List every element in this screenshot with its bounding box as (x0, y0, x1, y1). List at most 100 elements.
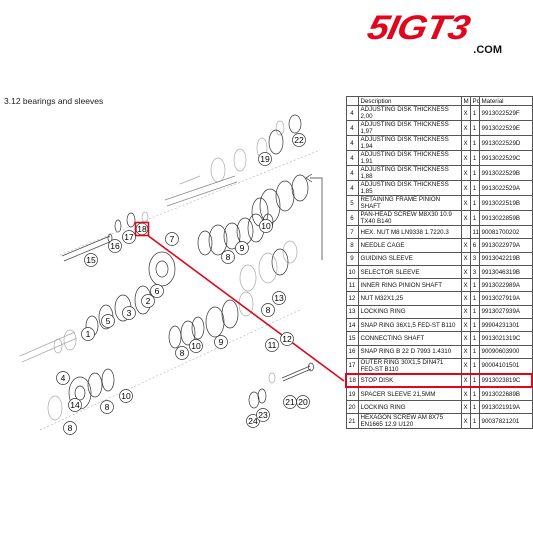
header-pc: Pc (469, 96, 480, 106)
cell-m: X (460, 150, 471, 166)
cell-pos: 6 (345, 210, 359, 226)
cell-description: LOCKING RING (357, 400, 462, 415)
svg-text:17: 17 (124, 232, 134, 242)
cell-m: X (460, 400, 471, 415)
cell-m: X (460, 291, 471, 306)
cell-m: X (460, 165, 471, 181)
cell-material: 9913022529E (478, 120, 533, 136)
cell-m: X (460, 195, 471, 211)
cell-pos: 16 (345, 344, 359, 359)
cell-pos: 4 (345, 135, 359, 151)
callout-17: 17 (122, 230, 136, 244)
cell-material: 99904231301 (478, 318, 533, 333)
cell-description: GUIDING SLEEVE (357, 251, 462, 266)
cell-pos: 4 (345, 165, 359, 181)
svg-text:11: 11 (268, 340, 277, 350)
callout-8a: 8 (221, 250, 235, 264)
callout-20: 20 (296, 395, 310, 409)
callout-3: 3 (122, 306, 136, 320)
cell-m: X (460, 180, 471, 196)
svg-text:13: 13 (274, 293, 284, 303)
cell-material: 90037821201 (478, 413, 533, 430)
highlight-leader-line (148, 235, 345, 382)
cell-description: ADJUSTING DISK THICKNESS 1,85 (357, 180, 462, 196)
cell-pos: 17 (345, 357, 359, 375)
cell-description: HEX. NUT M8 LN9338 1.7220.3 (357, 224, 462, 240)
cell-material: 9913022689B (478, 386, 533, 402)
cell-m: X (460, 331, 471, 346)
cell-m: X (460, 238, 471, 253)
svg-text:12: 12 (282, 334, 292, 344)
callout-16: 16 (108, 239, 122, 253)
cell-m: X (460, 135, 471, 151)
table-header-row: Description M Pc Material (345, 96, 533, 106)
header-description: Description (357, 96, 462, 106)
sigt3-logo[interactable]: 5IGT3 .COM (364, 8, 518, 60)
callout-labels: 22 19 18 17 16 15 7 6 10 8 9 8 5 4 3 1 2… (56, 133, 310, 435)
callout-8d: 8 (100, 400, 114, 414)
cell-material: 9913046319B (478, 264, 533, 280)
cell-description: ADJUSTING DISK THICKNESS 1,88 (357, 165, 462, 181)
callout-8e: 8 (63, 421, 77, 435)
cell-description: OUTER RING 30X1,5 DIN471 FED-ST B110 (357, 357, 462, 375)
cell-description: ADJUSTING DISK THICKNESS 1,91 (357, 150, 462, 166)
cell-m: X (460, 344, 471, 359)
header-pos (345, 96, 359, 106)
cell-pos: 4 (345, 150, 359, 166)
cell-material: 9913022529F (478, 105, 533, 121)
callout-18: 18 (135, 222, 149, 236)
cell-pc: 3 (469, 251, 480, 266)
cell-pc: 1 (469, 165, 480, 181)
callout-6: 6 (150, 284, 164, 298)
cell-m: X (460, 413, 471, 430)
callout-23: 23 (256, 408, 270, 422)
svg-text:9: 9 (240, 243, 245, 253)
svg-text:14: 14 (70, 400, 80, 410)
cell-pos: 11 (345, 278, 359, 293)
cell-m: X (460, 386, 471, 402)
cell-material: 9913021319C (478, 331, 533, 346)
cell-pos: 4 (345, 120, 359, 136)
cell-description: SELECTOR SLEEVE (357, 264, 462, 280)
cell-pos: 18 (345, 372, 359, 389)
header-material: Material (478, 96, 533, 106)
callout-4: 4 (56, 371, 70, 385)
cell-pc: 1 (469, 150, 480, 166)
cell-pos: 12 (345, 291, 359, 306)
cell-material: 9913022979A (478, 238, 533, 253)
cell-description: LOCKING RING (357, 304, 462, 320)
cell-pc: 1 (469, 304, 480, 320)
callout-7: 7 (165, 232, 179, 246)
cell-material: 9913027939A (478, 304, 533, 320)
callout-9b: 9 (214, 335, 228, 349)
header-m: M (460, 96, 471, 106)
cell-pos: 4 (345, 180, 359, 196)
cell-pc: 1 (469, 180, 480, 196)
cell-pos: 4 (345, 105, 359, 121)
